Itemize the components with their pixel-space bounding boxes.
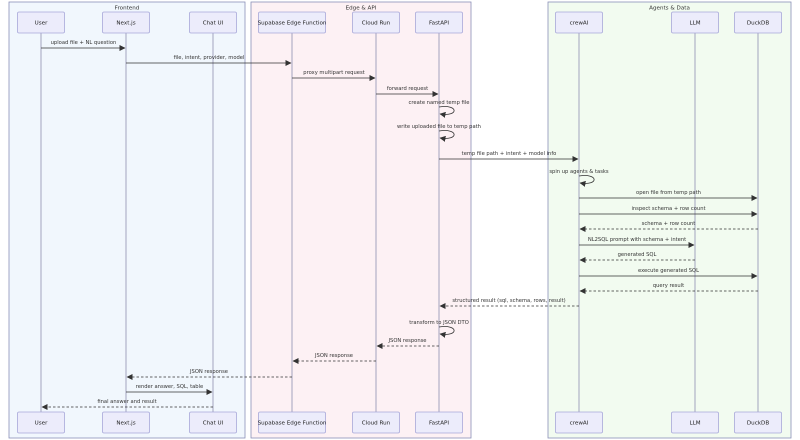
- message-16: structured result (sql, schema, rows, re…: [439, 298, 579, 309]
- message-14: execute generated SQL: [579, 268, 758, 279]
- message-12: NL2SQL prompt with schema + intent: [579, 237, 695, 248]
- group-label-agents: Agents & Data: [649, 6, 690, 12]
- message-arrow-5: [438, 106, 455, 118]
- message-arrow-6: [438, 130, 455, 142]
- message-label-15: query result: [653, 283, 684, 289]
- actor-label-top-cloudrun: Cloud Run: [362, 21, 391, 27]
- message-label-13: generated SQL: [618, 252, 657, 258]
- actor-label-top-crewai: crewAI: [570, 21, 589, 27]
- actor-label-top-llm: LLM: [689, 21, 700, 27]
- actor-label-top-duckdb: DuckDB: [747, 21, 769, 27]
- actor-label-top-chat: Chat UI: [203, 21, 224, 27]
- actor-label-top-user: User: [35, 21, 48, 27]
- actor-top-user: [17, 11, 65, 34]
- message-label-10: inspect schema + row count: [631, 206, 705, 212]
- message-20: JSON response: [126, 369, 292, 380]
- message-label-20: JSON response: [189, 369, 228, 375]
- actor-label-bottom-cloudrun: Cloud Run: [362, 421, 391, 427]
- group-label-edge: Edge & API: [346, 6, 377, 12]
- message-label-9: open file from temp path: [636, 190, 701, 196]
- actor-top-supa: [258, 11, 326, 34]
- message-label-22: final answer and result: [97, 399, 156, 405]
- message-label-17: transform to JSON DTO: [409, 320, 469, 326]
- actor-top-fastapi: [415, 11, 463, 34]
- message-9: open file from temp path: [579, 190, 758, 201]
- message-10: inspect schema + row count: [579, 206, 758, 217]
- group-label-frontend: Frontend: [115, 6, 140, 12]
- message-19: JSON response: [292, 353, 376, 364]
- message-label-3: proxy multipart request: [303, 70, 364, 76]
- actor-top-next: [102, 11, 150, 34]
- actor-top-llm: [671, 11, 719, 34]
- group-edge: [250, 1, 472, 439]
- actor-bottom-user: [17, 411, 65, 434]
- message-label-1: upload file + NL question: [51, 40, 117, 46]
- actor-bottom-duckdb: [734, 411, 782, 434]
- actor-label-top-supa: Supabase Edge Function: [258, 21, 327, 27]
- message-arrow-17: [438, 326, 455, 338]
- actor-label-bottom-fastapi: FastAPI: [429, 421, 449, 427]
- group-agents: [547, 1, 792, 439]
- message-label-19: JSON response: [314, 353, 353, 359]
- actor-bottom-chat: [189, 411, 237, 434]
- message-15: query result: [579, 283, 758, 294]
- message-6: write uploaded file to temp path: [397, 124, 481, 142]
- actor-bottom-llm: [671, 411, 719, 434]
- message-5: create named temp file: [409, 100, 470, 118]
- message-label-16: structured result (sql, schema, rows, re…: [452, 298, 565, 304]
- actor-label-bottom-chat: Chat UI: [203, 421, 224, 427]
- lifelines-layer: [40, 33, 759, 412]
- actor-top-cloudrun: [352, 11, 400, 34]
- message-13: generated SQL: [579, 252, 695, 263]
- message-label-8: spin up agents & tasks: [549, 169, 609, 175]
- groups-layer: Frontend Edge & API Agents & Data: [8, 1, 792, 439]
- message-11: schema + row count: [579, 221, 758, 232]
- actor-bottom-supa: [258, 411, 326, 434]
- group-frontend: [8, 1, 246, 439]
- message-22: final answer and result: [41, 399, 213, 410]
- actor-label-bottom-llm: LLM: [689, 421, 700, 427]
- actor-top-crewai: [555, 11, 603, 34]
- message-7: temp file path + intent + model info: [439, 151, 579, 162]
- message-8: spin up agents & tasks: [549, 169, 609, 187]
- actor-bottom-cloudrun: [352, 411, 400, 434]
- message-3: proxy multipart request: [292, 70, 376, 81]
- actor-label-bottom-supa: Supabase Edge Function: [258, 421, 327, 427]
- actor-top-duckdb: [734, 11, 782, 34]
- actor-label-bottom-user: User: [35, 421, 48, 427]
- message-label-18: JSON response: [388, 338, 427, 344]
- actor-top-chat: [189, 11, 237, 34]
- actor-label-top-fastapi: FastAPI: [429, 21, 449, 27]
- message-1: upload file + NL question: [41, 40, 126, 51]
- messages-layer: upload file + NL question file, intent, p…: [41, 40, 758, 410]
- message-21: render answer, SQL, table: [126, 384, 213, 395]
- message-label-4: forward request: [387, 86, 428, 92]
- message-label-2: file, intent, provider, model: [174, 55, 245, 61]
- message-label-7: temp file path + intent + model info: [462, 151, 557, 157]
- message-label-14: execute generated SQL: [638, 268, 699, 274]
- message-label-6: write uploaded file to temp path: [397, 124, 481, 130]
- message-4: forward request: [376, 86, 439, 97]
- message-17: transform to JSON DTO: [409, 320, 469, 338]
- actor-bottom-next: [102, 411, 150, 434]
- message-18: JSON response: [376, 338, 439, 349]
- message-label-21: render answer, SQL, table: [136, 384, 204, 390]
- actor-label-bottom-duckdb: DuckDB: [747, 421, 769, 427]
- actor-bottom-fastapi: [415, 411, 463, 434]
- message-label-11: schema + row count: [642, 221, 696, 227]
- message-label-12: NL2SQL prompt with schema + intent: [588, 237, 686, 243]
- actor-label-bottom-next: Next.js: [116, 421, 135, 427]
- actor-label-bottom-crewai: crewAI: [570, 421, 589, 427]
- message-label-5: create named temp file: [409, 100, 470, 106]
- actor-bottom-crewai: [555, 411, 603, 434]
- actor-label-top-next: Next.js: [116, 21, 135, 27]
- message-2: file, intent, provider, model: [126, 55, 292, 66]
- message-arrow-8: [578, 175, 595, 187]
